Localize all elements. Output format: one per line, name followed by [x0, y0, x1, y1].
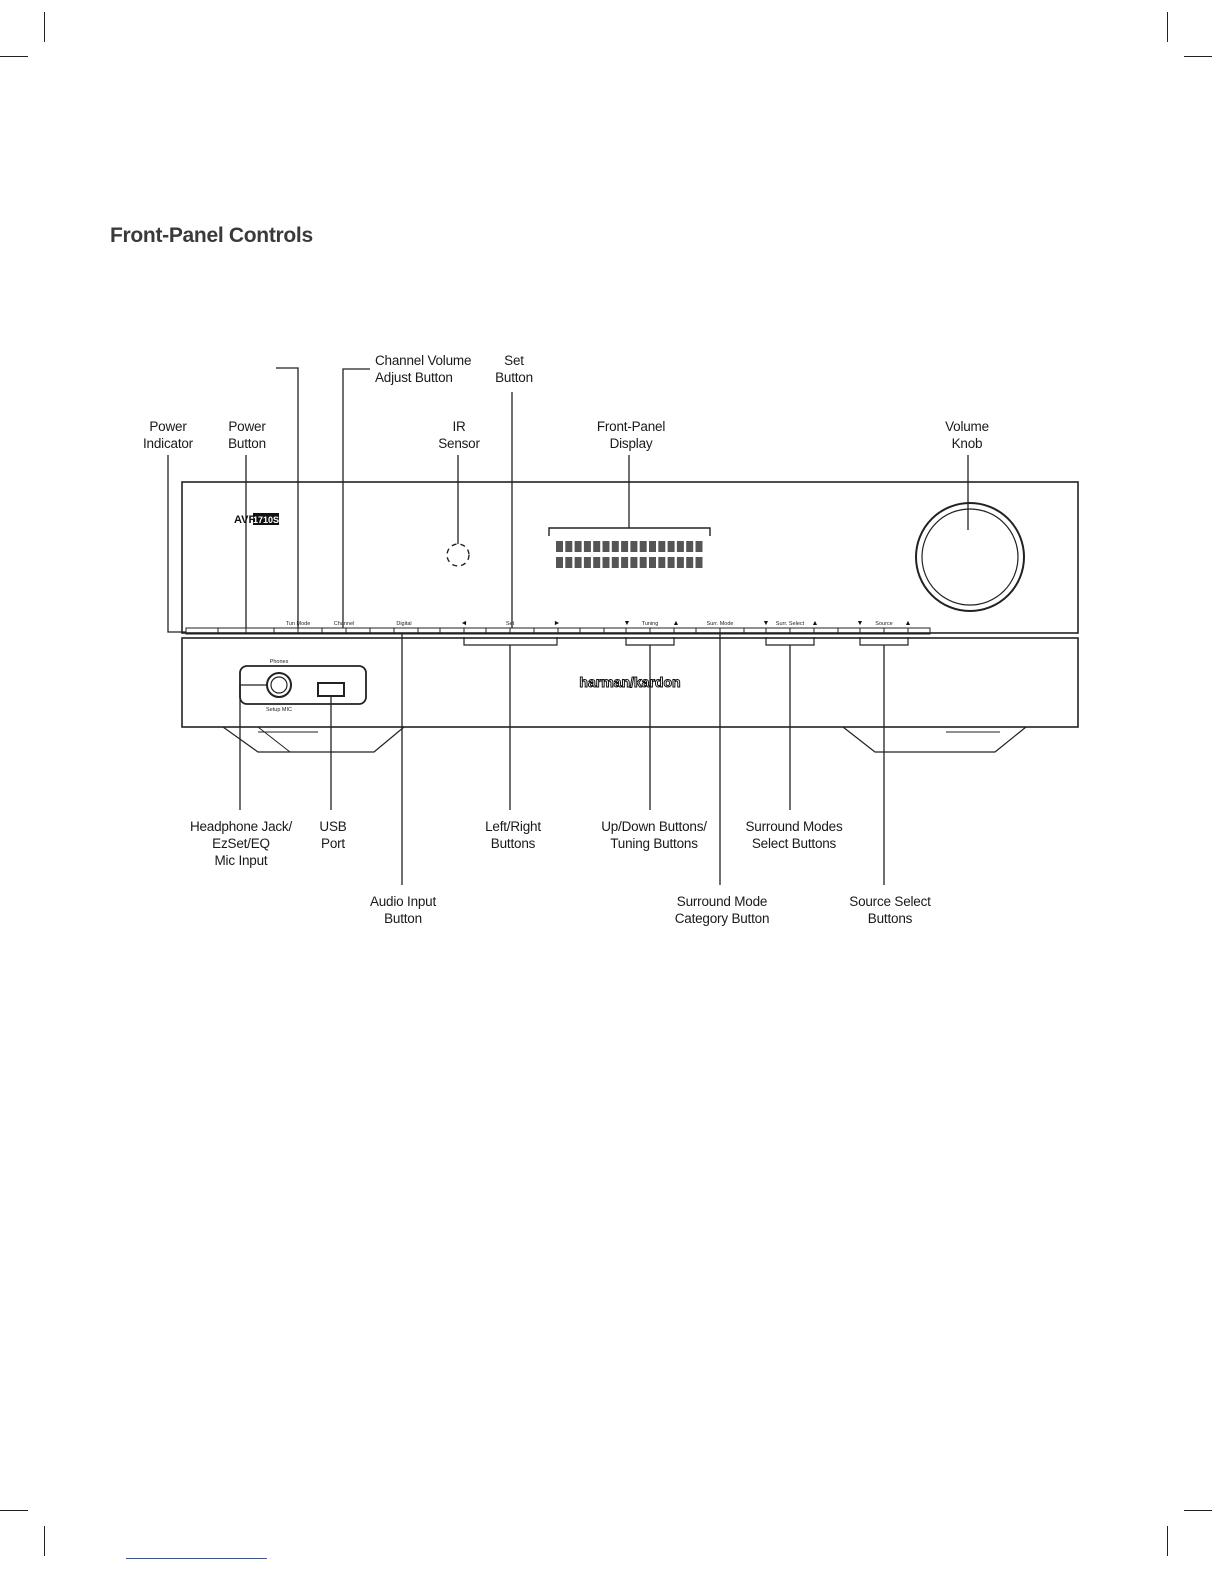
- source-down-icon: ▼: [857, 620, 864, 627]
- callout-volume-knob: Volume Knob: [945, 419, 989, 451]
- ir-sensor: [446, 543, 470, 567]
- page-title: Front-Panel Controls: [110, 224, 313, 247]
- leader-channel-volume: [342, 368, 370, 628]
- callout-usb-port: USB Port: [319, 819, 347, 851]
- surr-select-down-icon: ▼: [763, 620, 770, 627]
- display-segment: [602, 541, 610, 552]
- display-segment: [695, 557, 703, 568]
- callout-audio-input: Audio Input Button: [369, 894, 437, 926]
- callout-surround-mode-category: Surround Mode Category Button: [674, 894, 770, 926]
- headphone-jack-inner: [270, 676, 288, 694]
- display-segment: [565, 541, 573, 552]
- foot-left-inner: [257, 726, 291, 753]
- foot-right: [842, 726, 1027, 753]
- callout-headphone-jack: Headphone Jack/ EzSet/EQ Mic Input: [189, 819, 293, 868]
- label-digital: Digital: [396, 621, 411, 627]
- jack-top-label: Phones: [270, 659, 289, 665]
- display-segment: [593, 557, 601, 568]
- display-segment: [630, 557, 638, 568]
- display-segment: [676, 541, 684, 552]
- button-dividers: [217, 628, 909, 634]
- arrow-left-icon: ◄: [461, 620, 468, 627]
- callout-up-down: Up/Down Buttons/ Tuning Buttons: [601, 819, 707, 851]
- crop-mark-top-left-v: [44, 12, 45, 42]
- display-segment: [686, 541, 694, 552]
- display-segment: [583, 557, 591, 568]
- crop-mark-top-right-v: [1167, 12, 1168, 42]
- label-surr-select: Surr. Select: [776, 621, 805, 627]
- display-segment: [611, 557, 619, 568]
- display-segment: [602, 557, 610, 568]
- crop-mark-bottom-left-v: [44, 1526, 45, 1556]
- display-segment: [574, 557, 582, 568]
- callout-front-panel-display: Front-Panel Display: [596, 419, 666, 451]
- callout-power-indicator: Power Indicator: [143, 419, 193, 451]
- display-segment: [574, 541, 582, 552]
- display-segment: [621, 557, 629, 568]
- display-segment: [667, 557, 675, 568]
- source-up-icon: ▲: [905, 620, 912, 627]
- display-segment: [695, 541, 703, 552]
- arrow-right-icon: ►: [554, 620, 561, 627]
- label-tune-mode: Tun Mode: [286, 621, 311, 627]
- display-segment: [565, 557, 573, 568]
- model-number-box: [253, 513, 279, 525]
- volume-knob-inner: [921, 508, 1019, 606]
- display-segment: [556, 541, 563, 552]
- display-segment: [611, 541, 619, 552]
- display-segments: [556, 541, 703, 568]
- usb-port: [317, 682, 345, 697]
- display-segment: [639, 541, 647, 552]
- tuning-up-icon: ▲: [673, 620, 680, 627]
- volume-knob-outer: [915, 502, 1025, 612]
- display-segment: [556, 557, 563, 568]
- display-segment: [639, 557, 647, 568]
- model-number: 1710S: [253, 515, 279, 525]
- display-segment: [649, 541, 656, 552]
- display-segment: [630, 541, 638, 552]
- crop-mark-bottom-right-h: [1184, 1510, 1212, 1511]
- display-segment: [593, 541, 601, 552]
- display-segment: [621, 541, 629, 552]
- display-segment: [686, 557, 694, 568]
- tuning-down-icon: ▼: [624, 620, 631, 627]
- callout-surround-modes-select: Surround Modes Select Buttons: [745, 819, 843, 851]
- callout-left-right: Left/Right Buttons: [485, 819, 541, 851]
- model-prefix: AVR: [234, 514, 256, 526]
- callout-ir-sensor: IR Sensor: [438, 419, 480, 451]
- label-source: Source: [875, 621, 892, 627]
- crop-mark-bottom-right-v: [1167, 1526, 1168, 1556]
- display-segment: [658, 557, 666, 568]
- label-tuning: Tuning: [642, 621, 659, 627]
- crop-mark-top-right-h: [1184, 56, 1212, 57]
- leader-headphone: [239, 684, 267, 810]
- display-segment: [658, 541, 666, 552]
- brand-logo: harman/kardon: [579, 674, 680, 690]
- jack-bottom-label: Setup MIC: [266, 707, 292, 713]
- display-segment: [676, 557, 684, 568]
- label-surr-mode: Surr. Mode: [707, 621, 734, 627]
- crop-mark-bottom-left-h: [0, 1510, 28, 1511]
- display-segment: [583, 541, 591, 552]
- display-segment: [649, 557, 656, 568]
- leader-tune-mode: [276, 367, 299, 628]
- display-segment: [667, 541, 675, 552]
- label-channel: Channel: [334, 621, 355, 627]
- foot-left: [222, 726, 405, 753]
- crop-mark-top-left-h: [0, 56, 28, 57]
- display-bracket: [548, 527, 711, 536]
- callout-channel-volume: Channel Volume Adjust Button: [375, 353, 472, 385]
- surr-select-up-icon: ▲: [812, 620, 819, 627]
- callout-power-button: Power Button: [228, 419, 266, 451]
- chassis-lower: [181, 637, 1079, 728]
- label-set: Set: [506, 621, 515, 627]
- callout-set-button: Set Button: [495, 353, 533, 385]
- leader-power-indicator: [167, 455, 186, 633]
- footer-link-underline: [126, 1558, 267, 1559]
- chassis-upper: [181, 481, 1079, 634]
- callout-source-select: Source Select Buttons: [849, 894, 931, 926]
